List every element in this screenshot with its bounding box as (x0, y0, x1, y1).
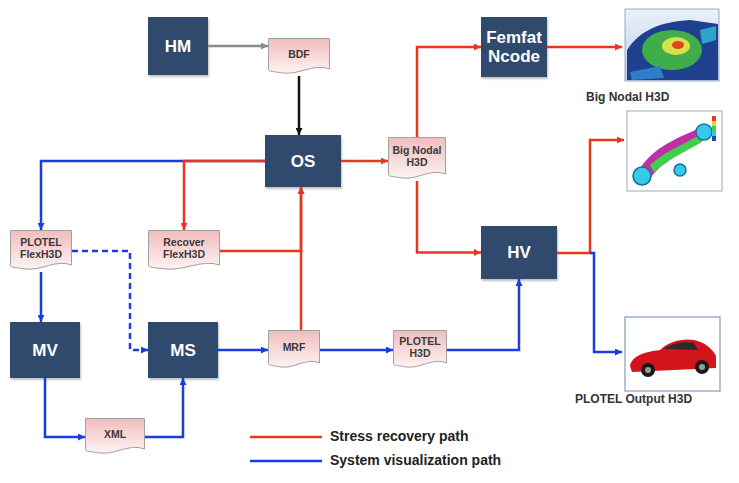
part-plate (642, 30, 702, 70)
text-holder: Big Nodal H3D (388, 137, 446, 181)
part-body (627, 20, 718, 80)
legend-text: Stress recovery path (330, 428, 469, 444)
text-holder: PLOTEL FlexH3D (10, 230, 72, 272)
hot-spot (662, 37, 690, 55)
color-scale (712, 116, 716, 121)
image-frame (625, 317, 720, 391)
flow-arrow (45, 378, 85, 437)
node-text: HV (505, 243, 533, 262)
output-arrow (557, 140, 624, 253)
text-holder: PLOTEL H3D (393, 330, 447, 370)
legend-line-sample (250, 436, 322, 439)
flow-arrow (145, 378, 183, 437)
image-frame (625, 9, 719, 81)
node-text: BDF (288, 48, 310, 60)
hot-spot-core (672, 41, 684, 49)
document-shape (268, 331, 319, 368)
bushing (696, 124, 712, 140)
file-document: Big Nodal H3D (388, 137, 446, 181)
flow-arrow (72, 251, 148, 350)
process-box: MV (10, 322, 80, 378)
node-text: OS (289, 152, 318, 171)
document-shape (148, 231, 219, 270)
image-caption: PLOTEL Output H3D (575, 392, 692, 406)
flow-arrow (298, 76, 301, 135)
color-scale (712, 121, 716, 126)
legend-text: System visualization path (330, 452, 501, 468)
output-arrow (590, 253, 622, 352)
node-text: Recover FlexH3D (150, 236, 218, 260)
process-box: HV (481, 226, 557, 279)
flow-arrow (208, 45, 268, 48)
node-text: PLOTEL FlexH3D (12, 236, 70, 260)
process-box: HM (148, 17, 208, 75)
flow-arrow (220, 187, 301, 251)
process-box: MS (148, 322, 218, 378)
node-text: Femfat Ncode (481, 28, 547, 66)
process-box: OS (265, 135, 341, 187)
flow-arrow (417, 47, 481, 137)
text-holder: XML (85, 418, 145, 456)
text-holder: MS (148, 322, 218, 378)
legend-line-sample (250, 460, 322, 463)
car-rim (699, 364, 705, 370)
flow-arrow (218, 349, 268, 352)
text-holder: Femfat Ncode (481, 17, 547, 77)
flow-arrow (184, 161, 265, 230)
document-shape (10, 231, 71, 270)
flow-arrow (341, 160, 388, 163)
part-flange (700, 26, 716, 44)
node-text: PLOTEL H3D (395, 335, 445, 359)
text-holder: HM (148, 17, 208, 75)
car-window (664, 342, 698, 350)
image-caption: Big Nodal H3D (586, 90, 669, 104)
car-image (625, 317, 720, 391)
node-text: MV (30, 341, 60, 360)
node-text: MRF (283, 341, 306, 353)
file-document: PLOTEL H3D (393, 330, 447, 370)
color-scale (712, 126, 716, 131)
text-holder: HV (481, 226, 557, 279)
flow-arrow (300, 187, 303, 330)
bushing (674, 164, 686, 176)
text-holder: BDF (268, 38, 330, 76)
flow-arrow (447, 279, 519, 350)
flow-arrow (320, 349, 393, 352)
color-scale (712, 136, 716, 141)
output-arrow (547, 46, 622, 49)
document-shape (268, 39, 329, 74)
bushing (633, 167, 651, 185)
car-rim (645, 367, 651, 373)
file-document: Recover FlexH3D (148, 230, 220, 272)
part-edge (630, 66, 664, 80)
file-document: MRF (268, 330, 320, 370)
process-box: Femfat Ncode (481, 17, 547, 77)
flow-arrow (41, 161, 265, 230)
file-document: PLOTEL FlexH3D (10, 230, 72, 272)
document-shape (85, 419, 144, 454)
text-holder: MV (10, 322, 80, 378)
node-text: Big Nodal H3D (390, 144, 444, 168)
text-holder: MRF (268, 330, 320, 370)
car-wheel (641, 363, 655, 377)
node-text: XML (104, 428, 126, 440)
document-shape (388, 138, 445, 179)
node-text: HM (163, 37, 193, 56)
color-scale (712, 131, 716, 136)
text-holder: Recover FlexH3D (148, 230, 220, 272)
flow-arrow (40, 272, 43, 322)
file-document: BDF (268, 38, 330, 76)
node-text: MS (168, 341, 198, 360)
nodal-result-image (627, 111, 722, 191)
car-wheel (695, 360, 709, 374)
text-holder: OS (265, 135, 341, 187)
document-shape (393, 331, 446, 368)
flow-arrow (417, 181, 481, 253)
image-frame (627, 111, 722, 191)
fatigue-result-image (625, 9, 719, 81)
file-document: XML (85, 418, 145, 456)
